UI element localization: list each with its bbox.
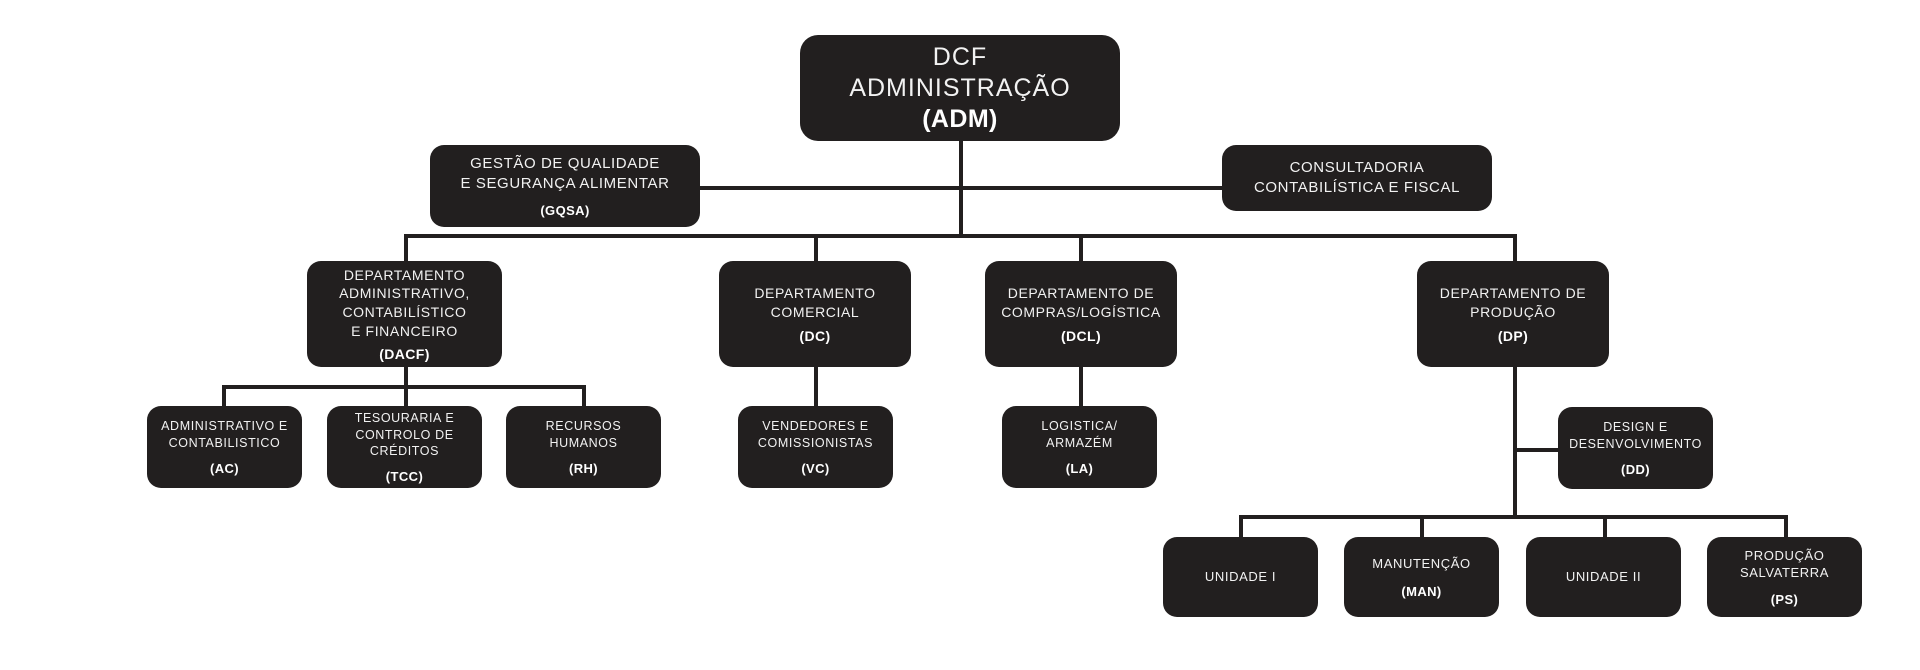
node-unit-dd[interactable]: DESIGN E DESENVOLVIMENTO (DD) bbox=[1558, 407, 1713, 489]
node-title: DESIGN E DESENVOLVIMENTO bbox=[1569, 420, 1702, 451]
connector-staff-left bbox=[698, 186, 961, 190]
node-prod-unidade-ii[interactable]: UNIDADE II bbox=[1526, 537, 1681, 617]
node-code: (VC) bbox=[801, 460, 830, 476]
node-code: (AC) bbox=[209, 460, 240, 476]
node-title: LOGISTICA/ ARMAZÉM bbox=[1041, 419, 1118, 450]
connector-dp-bus bbox=[1239, 515, 1786, 519]
node-code: (RH) bbox=[568, 460, 599, 476]
node-prod-manutencao[interactable]: MANUTENÇÃO (MAN) bbox=[1344, 537, 1499, 617]
connector-drop-dcl bbox=[1079, 234, 1083, 261]
node-title: DEPARTAMENTO DE COMPRAS/LOGÍSTICA bbox=[1001, 285, 1161, 320]
node-title: UNIDADE I bbox=[1204, 569, 1277, 585]
node-title: UNIDADE II bbox=[1565, 569, 1642, 585]
node-dept-dcl[interactable]: DEPARTAMENTO DE COMPRAS/LOGÍSTICA (DCL) bbox=[985, 261, 1177, 367]
connector-dp-trunk bbox=[1513, 366, 1517, 519]
node-staff-consultadoria[interactable]: CONSULTADORIA CONTABILÍSTICA E FISCAL bbox=[1222, 145, 1492, 211]
node-code: (GQSA) bbox=[540, 203, 590, 219]
node-code: (ADM) bbox=[922, 105, 998, 133]
node-code: (PS) bbox=[1770, 592, 1799, 608]
node-code: (DACF) bbox=[379, 346, 430, 363]
connector-staff-right bbox=[959, 186, 1224, 190]
node-unit-la[interactable]: LOGISTICA/ ARMAZÉM (LA) bbox=[1002, 406, 1157, 488]
connector-drop-ac bbox=[222, 385, 226, 406]
node-unit-rh[interactable]: RECURSOS HUMANOS (RH) bbox=[506, 406, 661, 488]
connector-drop-u2 bbox=[1603, 515, 1607, 537]
connector-dd-branch bbox=[1513, 448, 1558, 452]
connector-drop-tcc bbox=[404, 385, 408, 406]
connector-drop-man bbox=[1420, 515, 1424, 537]
node-title: CONSULTADORIA CONTABILÍSTICA E FISCAL bbox=[1253, 159, 1461, 196]
node-root-adm[interactable]: DCF ADMINISTRAÇÃO (ADM) bbox=[800, 35, 1120, 141]
node-code: (TCC) bbox=[385, 469, 424, 485]
node-title: MANUTENÇÃO bbox=[1372, 556, 1471, 572]
node-unit-tcc[interactable]: TESOURARIA E CONTROLO DE CRÉDITOS (TCC) bbox=[327, 406, 482, 488]
node-title: TESOURARIA E CONTROLO DE CRÉDITOS bbox=[354, 410, 455, 459]
connector-drop-u1 bbox=[1239, 515, 1243, 537]
node-title: DEPARTAMENTO DE PRODUÇÃO bbox=[1439, 285, 1587, 320]
connector-dcl-to-la bbox=[1079, 366, 1083, 406]
node-code: (DD) bbox=[1620, 461, 1651, 477]
node-title: DEPARTAMENTO ADMINISTRATIVO, CONTABILÍST… bbox=[339, 266, 470, 339]
connector-drop-rh bbox=[582, 385, 586, 406]
node-code: (DC) bbox=[799, 327, 831, 344]
node-title: DCF ADMINISTRAÇÃO bbox=[849, 43, 1071, 102]
node-code: (LA) bbox=[1065, 460, 1094, 476]
node-dept-dacf[interactable]: DEPARTAMENTO ADMINISTRATIVO, CONTABILÍST… bbox=[307, 261, 502, 367]
node-unit-vc[interactable]: VENDEDORES E COMISSIONISTAS (VC) bbox=[738, 406, 893, 488]
node-dept-dc[interactable]: DEPARTAMENTO COMERCIAL (DC) bbox=[719, 261, 911, 367]
connector-level3-bus bbox=[404, 234, 1517, 238]
node-title: PRODUÇÃO SALVATERRA bbox=[1739, 547, 1830, 580]
connector-dacf-trunk bbox=[404, 366, 408, 385]
connector-drop-dacf bbox=[404, 234, 408, 261]
node-title: RECURSOS HUMANOS bbox=[545, 419, 622, 450]
node-code: (DP) bbox=[1497, 327, 1529, 344]
node-code: (DCL) bbox=[1060, 327, 1102, 344]
node-title: VENDEDORES E COMISSIONISTAS bbox=[757, 419, 874, 450]
connector-dc-to-vc bbox=[814, 366, 818, 406]
node-unit-ac[interactable]: ADMINISTRATIVO E CONTABILISTICO (AC) bbox=[147, 406, 302, 488]
connector-dacf-bus bbox=[222, 385, 584, 389]
node-prod-salvaterra[interactable]: PRODUÇÃO SALVATERRA (PS) bbox=[1707, 537, 1862, 617]
node-prod-unidade-i[interactable]: UNIDADE I bbox=[1163, 537, 1318, 617]
connector-drop-dc bbox=[814, 234, 818, 261]
node-title: ADMINISTRATIVO E CONTABILISTICO bbox=[161, 419, 288, 450]
node-dept-dp[interactable]: DEPARTAMENTO DE PRODUÇÃO (DP) bbox=[1417, 261, 1609, 367]
node-code: (MAN) bbox=[1401, 583, 1442, 599]
node-title: GESTÃO DE QUALIDADE E SEGURANÇA ALIMENTA… bbox=[460, 154, 670, 192]
node-staff-gqsa[interactable]: GESTÃO DE QUALIDADE E SEGURANÇA ALIMENTA… bbox=[430, 145, 700, 227]
node-title: DEPARTAMENTO COMERCIAL bbox=[754, 285, 876, 320]
connector-drop-dp bbox=[1513, 234, 1517, 261]
connector-drop-ps bbox=[1784, 515, 1788, 537]
